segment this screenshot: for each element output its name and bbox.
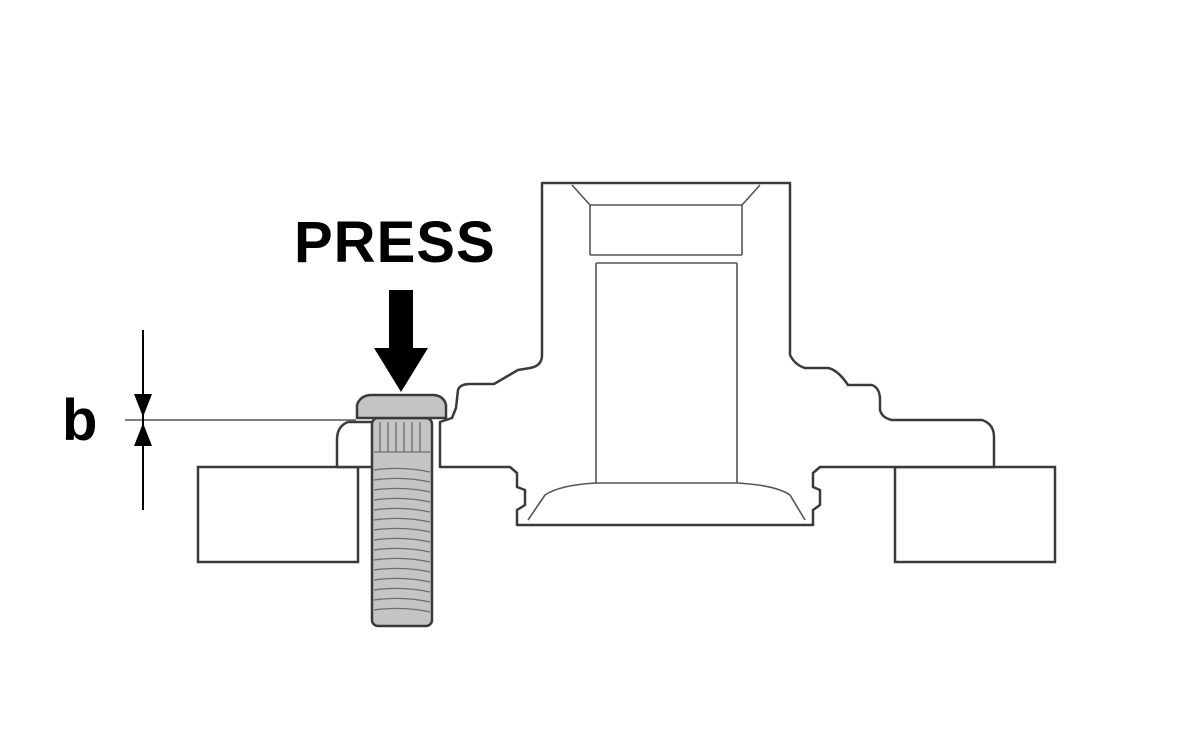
hub-bore — [527, 184, 806, 521]
right-support-block — [893, 465, 1057, 564]
hub-flange-left — [335, 420, 372, 469]
left-support-block — [196, 465, 360, 564]
arrow-down-icon — [374, 290, 428, 392]
dimension-b-marker — [125, 330, 356, 510]
axle-hub-body — [438, 181, 996, 527]
bolt-serrations — [374, 422, 430, 453]
bolt-shank — [370, 416, 434, 628]
bolt-head — [355, 393, 448, 420]
dimension-b-label: b — [62, 388, 98, 453]
hub-bolt — [355, 393, 448, 628]
press-label: PRESS — [294, 210, 496, 275]
bolt-threads — [373, 467, 431, 613]
